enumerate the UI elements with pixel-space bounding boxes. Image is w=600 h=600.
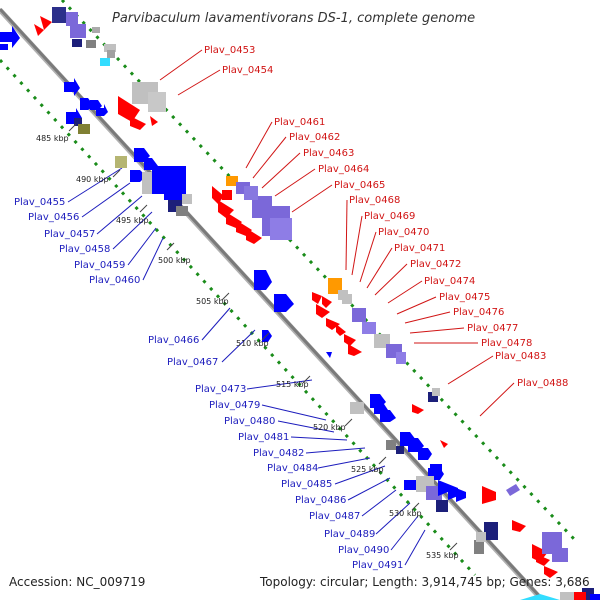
gene-label[interactable]: Plav_0482 — [253, 448, 304, 459]
kbp-label: 520 kbp — [313, 423, 346, 432]
left-leader-lines — [67, 167, 426, 566]
gc-outer-dots — [60, 0, 577, 542]
gene-label[interactable]: Plav_0469 — [364, 211, 415, 222]
gene-label[interactable]: Plav_0491 — [352, 560, 403, 571]
gene-label[interactable]: Plav_0480 — [224, 416, 275, 427]
gene-features — [0, 7, 600, 600]
gene-label[interactable]: Plav_0481 — [238, 432, 289, 443]
gene-label[interactable]: Plav_0463 — [303, 148, 354, 159]
kbp-label: 525 kbp — [351, 465, 384, 474]
gene-label[interactable]: Plav_0464 — [318, 164, 369, 175]
accession-text: Accession: NC_009719 — [9, 575, 145, 589]
topology-text: Topology: circular; Length: 3,914,745 bp… — [259, 575, 590, 589]
gene-label[interactable]: Plav_0453 — [204, 45, 255, 56]
map-title: Parvibaculum lavamentivorans DS-1, compl… — [112, 11, 475, 26]
kbp-label: 505 kbp — [196, 297, 229, 306]
gene-label[interactable]: Plav_0488 — [517, 378, 568, 389]
gene-label[interactable]: Plav_0476 — [453, 307, 504, 318]
gene-label[interactable]: Plav_0454 — [222, 65, 273, 76]
kbp-label: 490 kbp — [76, 175, 109, 184]
gene-label[interactable]: Plav_0478 — [481, 338, 532, 349]
gene-label[interactable]: Plav_0462 — [289, 132, 340, 143]
kbp-label: 510 kbp — [236, 339, 269, 348]
gene-label[interactable]: Plav_0473 — [195, 384, 246, 395]
gene-label[interactable]: Plav_0458 — [59, 244, 110, 255]
gene-label[interactable]: Plav_0460 — [89, 275, 140, 286]
kbp-label: 535 kbp — [426, 551, 459, 560]
gene-label[interactable]: Plav_0474 — [424, 276, 475, 287]
gene-label[interactable]: Plav_0486 — [295, 495, 346, 506]
gc-content-track — [0, 0, 577, 577]
kbp-tick-labels: 485 kbp 490 kbp 495 kbp 500 kbp 505 kbp … — [36, 134, 459, 560]
gene-label[interactable]: Plav_0477 — [467, 323, 518, 334]
gene-label[interactable]: Plav_0483 — [495, 351, 546, 362]
gene-label[interactable]: Plav_0465 — [334, 180, 385, 191]
gene-label[interactable]: Plav_0490 — [338, 545, 389, 556]
gene-label[interactable]: Plav_0466 — [148, 335, 199, 346]
gene-label[interactable]: Plav_0468 — [349, 195, 400, 206]
gene-label[interactable]: Plav_0485 — [281, 479, 332, 490]
kbp-label: 530 kbp — [389, 509, 422, 518]
right-gene-labels: Plav_0453 Plav_0454 Plav_0461 Plav_0462 … — [204, 45, 568, 389]
gc-inner-dots — [0, 58, 477, 577]
gene-label[interactable]: Plav_0471 — [394, 243, 445, 254]
genome-backbone — [0, 7, 544, 600]
gene-label[interactable]: Plav_0472 — [410, 259, 461, 270]
gene-label[interactable]: Plav_0459 — [74, 260, 125, 271]
gene-label[interactable]: Plav_0470 — [378, 227, 429, 238]
gene-label[interactable]: Plav_0457 — [44, 229, 95, 240]
gene-label[interactable]: Plav_0456 — [28, 212, 79, 223]
gene-label[interactable]: Plav_0461 — [274, 117, 325, 128]
kbp-label: 515 kbp — [276, 380, 309, 389]
right-leader-lines — [159, 49, 515, 417]
kbp-label: 500 kbp — [158, 256, 191, 265]
gene-label[interactable]: Plav_0467 — [167, 357, 218, 368]
kbp-tick-marks — [68, 123, 458, 551]
gene-label[interactable]: Plav_0475 — [439, 292, 490, 303]
kbp-label: 485 kbp — [36, 134, 69, 143]
gene-label[interactable]: Plav_0489 — [324, 529, 375, 540]
gene-label[interactable]: Plav_0479 — [209, 400, 260, 411]
gene-label[interactable]: Plav_0455 — [14, 197, 65, 208]
left-gene-labels: Plav_0455 Plav_0456 Plav_0457 Plav_0458 … — [14, 197, 403, 571]
backbone-line — [0, 7, 544, 600]
kbp-label: 495 kbp — [116, 216, 149, 225]
gene-label[interactable]: Plav_0484 — [267, 463, 318, 474]
gene-label[interactable]: Plav_0487 — [309, 511, 360, 522]
